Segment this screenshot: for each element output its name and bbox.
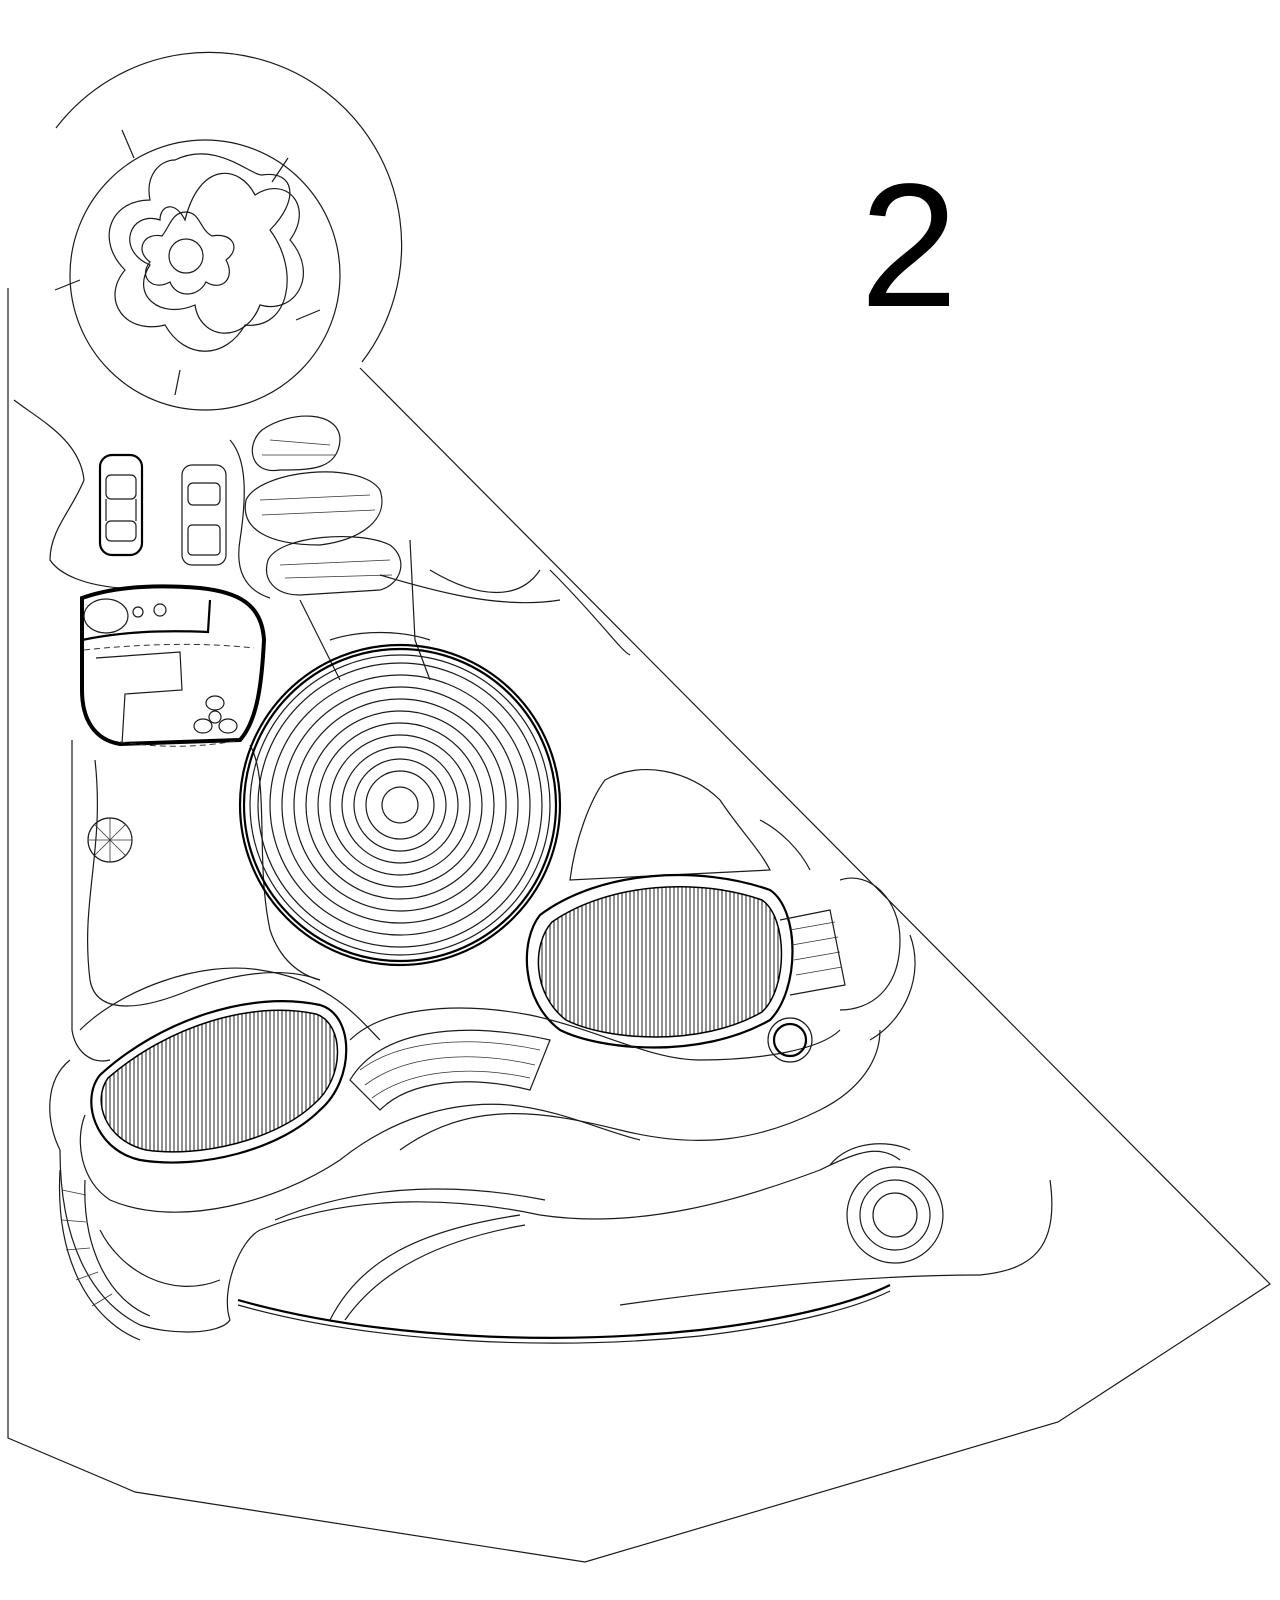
amphitheater-ring xyxy=(341,746,459,864)
fan-symbol xyxy=(193,695,238,734)
amphitheater-ring xyxy=(257,662,543,948)
planting-bed-east xyxy=(525,873,794,1049)
east-stairs xyxy=(779,909,846,996)
small-fountain-east xyxy=(767,1017,813,1063)
amphitheater-ring xyxy=(353,758,447,852)
amphitheater-ring xyxy=(249,654,551,956)
amphitheater-ring xyxy=(329,734,471,876)
car-2 xyxy=(181,464,227,566)
house xyxy=(80,584,267,747)
south-curved-wall xyxy=(237,1284,891,1344)
top-terraces xyxy=(244,415,402,596)
walkway xyxy=(299,539,631,681)
amphitheater-ring xyxy=(317,722,483,888)
amphitheater-ring xyxy=(293,698,507,912)
car-1 xyxy=(98,453,144,557)
amphitheater-ring xyxy=(269,674,531,936)
sheet-number: 2 xyxy=(860,148,958,344)
roundabout xyxy=(54,51,403,411)
stepped-fan xyxy=(349,1029,551,1111)
amphitheater-ring xyxy=(281,686,519,924)
garden-paths xyxy=(49,574,1053,1333)
tree-symbol xyxy=(87,817,133,863)
amphitheater-ring xyxy=(238,643,562,967)
sw-stairs xyxy=(58,1169,151,1341)
amphitheater-ring xyxy=(305,710,495,900)
parking-area xyxy=(13,399,271,599)
round-plaza-south xyxy=(829,1143,944,1264)
amphitheater-ring xyxy=(365,770,435,840)
triangle-lawn xyxy=(569,769,771,881)
site-boundary xyxy=(7,288,1271,1563)
circular-amphitheater xyxy=(238,643,562,967)
west-garden xyxy=(71,740,321,1062)
amphitheater-ring xyxy=(381,786,419,824)
amphitheater-ring xyxy=(242,647,558,963)
planting-bed-west xyxy=(90,1000,348,1164)
